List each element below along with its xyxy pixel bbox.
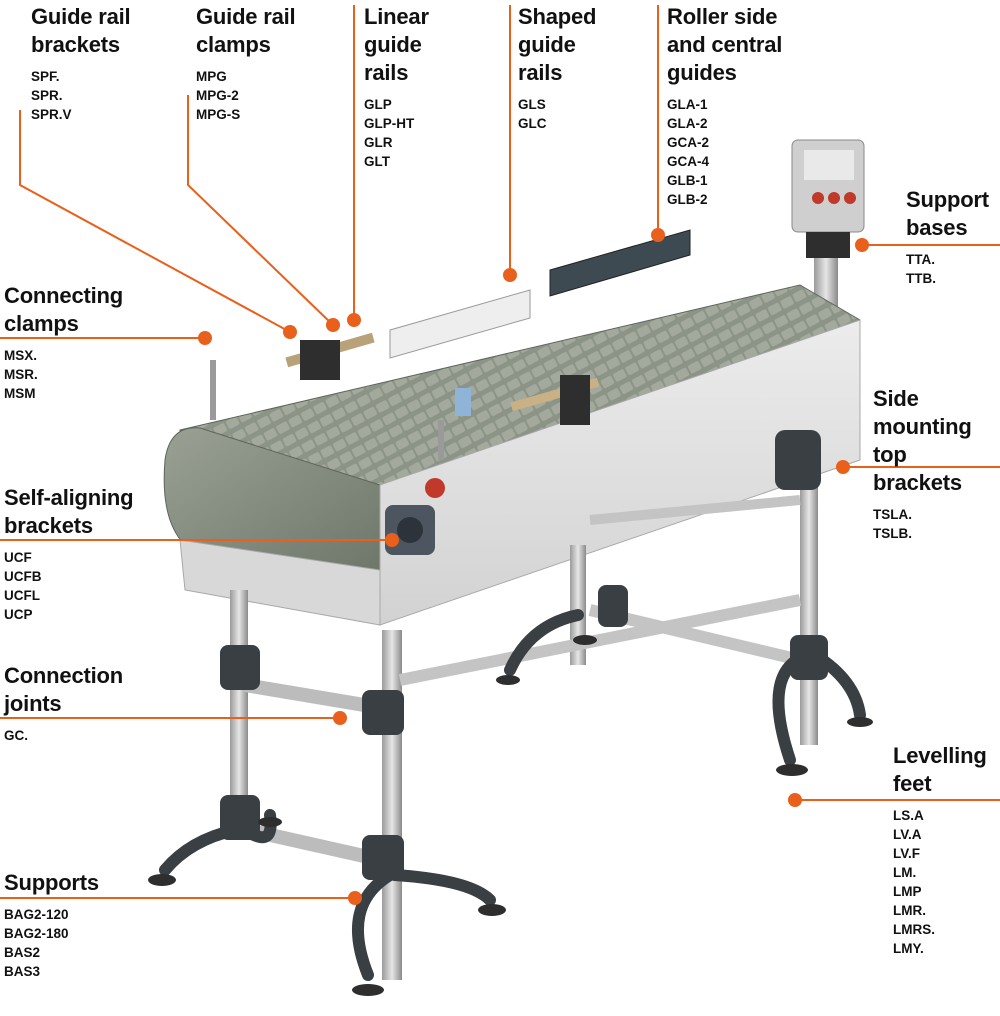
product-code: UCF xyxy=(4,550,32,565)
product-code: TSLB. xyxy=(873,526,912,541)
group-title: Roller side and central guides xyxy=(667,4,783,85)
product-code: GCA-2 xyxy=(667,135,710,150)
group-title: Self-aligning brackets xyxy=(4,485,134,538)
code-list: TTA. TTB. xyxy=(906,250,989,288)
group-side-mounting-top-brackets: Side mounting top brackets TSLA. TSLB. xyxy=(873,385,1000,543)
product-code: SPF. xyxy=(31,69,60,84)
group-title: Guide rail clamps xyxy=(196,4,296,57)
group-levelling-feet: Levelling feet LS.A LV.A LV.F LM. LMP LMR. LMR… xyxy=(893,742,987,958)
callout-lines xyxy=(0,5,1000,899)
group-title: Guide rail brackets xyxy=(31,4,131,57)
product-code: LS.A xyxy=(893,808,924,823)
product-code: TTA. xyxy=(906,252,935,267)
product-code: UCP xyxy=(4,607,33,622)
control-box xyxy=(791,139,865,338)
product-code: MPG-S xyxy=(196,107,241,122)
product-code: GCA-4 xyxy=(667,154,710,169)
code-list: GLP GLP-HT GLR GLT xyxy=(364,95,429,171)
product-code: GLS xyxy=(518,97,546,112)
product-code: UCFL xyxy=(4,588,40,603)
product-code: SPR.V xyxy=(31,107,72,122)
levelling-feet-pads xyxy=(148,635,873,996)
product-code: GLA-2 xyxy=(667,116,708,131)
code-list: GLS GLC xyxy=(518,95,596,133)
callout-dots xyxy=(198,228,869,905)
product-code: GLT xyxy=(364,154,390,169)
group-connection-joints: Connection joints GC. xyxy=(4,662,123,745)
product-code: LMP xyxy=(893,884,922,899)
product-code: GLP-HT xyxy=(364,116,415,131)
connection-joints-parts xyxy=(220,430,828,880)
code-list: TSLA. TSLB. xyxy=(873,505,1000,543)
product-code: TSLA. xyxy=(873,507,912,522)
group-title: Levelling feet xyxy=(893,743,987,796)
product-code: LMY. xyxy=(893,941,924,956)
product-code: BAG2-120 xyxy=(4,907,69,922)
product-code: TTB. xyxy=(906,271,936,286)
product-code: GC. xyxy=(4,728,29,743)
code-list: MSX. MSR. MSM xyxy=(4,346,123,403)
front-frame xyxy=(179,539,381,626)
group-title: Side mounting top brackets xyxy=(873,386,972,495)
product-code: UCFB xyxy=(4,569,42,584)
product-code: MPG xyxy=(196,69,227,84)
product-code: BAS2 xyxy=(4,945,41,960)
product-code: GLR xyxy=(364,135,393,150)
product-code: MSX. xyxy=(4,348,38,363)
product-code: MPG-2 xyxy=(196,88,239,103)
product-code: GLC xyxy=(518,116,547,131)
product-code: SPR. xyxy=(31,88,63,103)
guide-rails xyxy=(210,229,691,460)
group-title: Connecting clamps xyxy=(4,283,123,336)
code-list: UCF UCFB UCFL UCP xyxy=(4,548,133,624)
product-code: BAG2-180 xyxy=(4,926,69,941)
product-code: BAS3 xyxy=(4,964,41,979)
product-code: GLA-1 xyxy=(667,97,708,112)
product-code: LMRS. xyxy=(893,922,935,937)
code-list: LS.A LV.A LV.F LM. LMP LMR. LMRS. LMY. xyxy=(893,806,987,958)
product-code: LV.A xyxy=(893,827,922,842)
group-title: Connection joints xyxy=(4,663,123,716)
group-title: Support bases xyxy=(906,187,989,240)
group-shaped-guide-rails: Shaped guide rails GLS GLC xyxy=(518,3,596,133)
product-code: LM. xyxy=(893,865,917,880)
group-self-aligning-brackets: Self-aligning brackets UCF UCFB UCFL UCP xyxy=(4,484,134,624)
group-connecting-clamps: Connecting clamps MSX. MSR. MSM xyxy=(4,282,123,403)
group-linear-guide-rails: Linear guide rails GLP GLP-HT GLR GLT xyxy=(364,3,429,171)
product-code: LMR. xyxy=(893,903,926,918)
product-code: GLB-2 xyxy=(667,192,708,207)
group-guide-rail-brackets: Guide rail brackets SPF. SPR. SPR.V xyxy=(31,3,131,124)
group-title: Supports xyxy=(4,870,99,895)
code-list: SPF. SPR. SPR.V xyxy=(31,67,130,124)
product-code: MSR. xyxy=(4,367,38,382)
group-support-bases: Support bases TTA. TTB. xyxy=(906,186,989,288)
product-code: GLB-1 xyxy=(667,173,708,188)
support-feet xyxy=(159,609,866,981)
group-title: Linear guide rails xyxy=(364,4,429,85)
product-code: GLP xyxy=(364,97,392,112)
product-code: MSM xyxy=(4,386,36,401)
group-title: Shaped guide rails xyxy=(518,4,597,85)
code-list: GC. xyxy=(4,726,123,745)
product-code: LV.F xyxy=(893,846,921,861)
